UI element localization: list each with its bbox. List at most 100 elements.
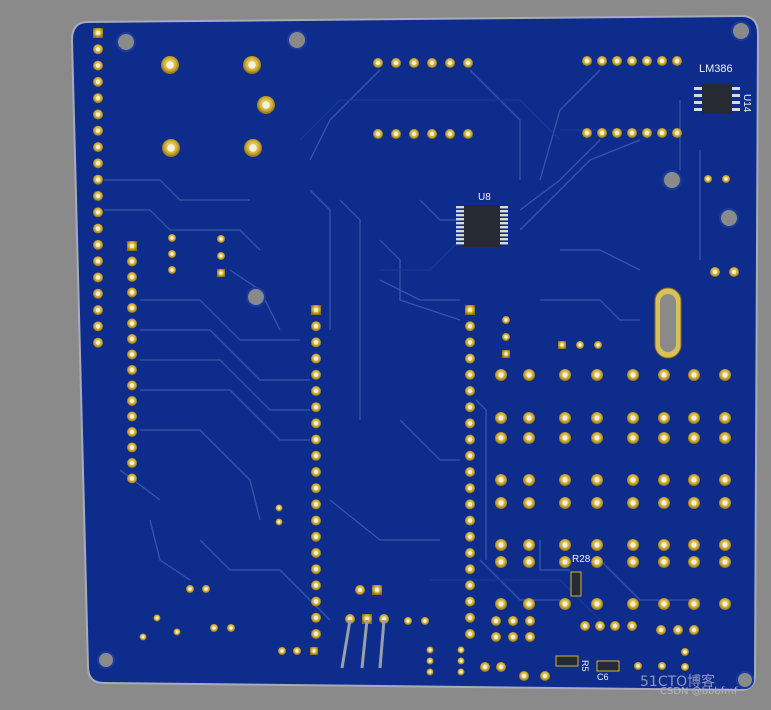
pad-drill: [498, 415, 504, 421]
pad-drill: [277, 520, 281, 524]
pad-drill: [498, 500, 504, 506]
pad-drill: [582, 623, 588, 629]
pad-drill: [562, 435, 568, 441]
mounting-hole: [736, 671, 754, 689]
pad-drill: [375, 588, 379, 592]
pad-drill: [129, 445, 135, 450]
pad-drill: [313, 583, 319, 588]
smd-resistor: [596, 660, 620, 672]
pad-drill: [411, 60, 417, 66]
pad-drill: [313, 502, 319, 507]
pad-drill: [584, 58, 590, 64]
pad-drill: [447, 60, 453, 66]
pad-drill: [493, 618, 499, 624]
mounting-hole: [246, 287, 266, 307]
pad-drill: [459, 648, 463, 652]
pad-drill: [661, 435, 667, 441]
pad-drill: [406, 619, 410, 623]
pad-drill: [129, 274, 135, 280]
chip-pin: [500, 238, 508, 241]
chip-pin: [694, 101, 702, 104]
pad-drill: [661, 477, 667, 483]
pad-drill: [526, 415, 532, 421]
pad-drill: [467, 405, 473, 410]
chip-pin: [456, 242, 464, 245]
pad-drill: [630, 435, 636, 441]
pad-drill: [95, 112, 101, 117]
copper-trace: [599, 559, 700, 601]
pad-drill: [630, 500, 636, 506]
pad-drill: [313, 405, 319, 410]
chip-pin: [456, 238, 464, 241]
copper-trace: [104, 209, 261, 251]
copper-trace: [479, 559, 560, 601]
pad-drill: [262, 101, 270, 109]
chip-pin: [456, 210, 464, 213]
pad-drill: [393, 131, 399, 137]
pad-drill: [96, 31, 100, 35]
pad-drill: [219, 254, 223, 258]
pads: [93, 28, 739, 681]
u14-pins: [694, 87, 740, 111]
copper-trace: [469, 69, 521, 180]
chip-pin: [732, 94, 740, 97]
pad-drill: [612, 623, 618, 629]
pad-drill: [95, 128, 101, 133]
chip-pin: [732, 108, 740, 111]
pad-drill: [129, 336, 135, 342]
chip-pin: [732, 101, 740, 104]
pad-drill: [498, 435, 504, 441]
pad-drill: [599, 130, 605, 136]
chip-pin: [456, 206, 464, 209]
pad-drill: [504, 318, 508, 322]
pad-drill: [722, 559, 728, 565]
chip-pin: [694, 94, 702, 97]
pad-drill: [691, 435, 697, 441]
pad-drill: [467, 534, 473, 539]
pad-drill: [219, 271, 223, 275]
chip-pin: [456, 222, 464, 225]
pad-drill: [212, 626, 216, 630]
header-wires: [340, 619, 386, 669]
pad-drill: [691, 542, 697, 548]
copper-trace: [539, 540, 570, 571]
pad-drill: [594, 372, 600, 378]
pad-drill: [542, 673, 548, 679]
pad-drill: [170, 268, 174, 272]
pad-drill: [313, 550, 319, 556]
pad-drill: [630, 542, 636, 548]
pad-drill: [393, 60, 399, 66]
pad-drill: [95, 259, 101, 264]
pad-drill: [722, 500, 728, 506]
watermark-credit: CSDN @bbbfmf: [660, 686, 738, 697]
pad-drill: [129, 476, 135, 481]
pad-drill: [467, 469, 473, 475]
mounting-holes: [97, 21, 754, 689]
pad-drill: [95, 63, 101, 68]
chip-pin: [500, 230, 508, 233]
copper-trace: [199, 539, 331, 621]
pad-drill: [691, 601, 697, 607]
pad-drill: [722, 542, 728, 548]
pad-drill: [429, 131, 435, 137]
pad-drill: [313, 372, 319, 377]
pad-drill: [365, 617, 369, 621]
pad-drill: [562, 500, 568, 506]
pad-drill: [691, 500, 697, 506]
pad-drill: [498, 601, 504, 607]
pad-drill: [659, 58, 665, 64]
copper-trace: [419, 199, 460, 221]
pad-drill: [630, 477, 636, 483]
pad-drill: [504, 335, 508, 339]
chip-pin: [500, 218, 508, 221]
pad-drill: [629, 130, 635, 136]
pad-drill: [467, 631, 473, 637]
pad-drill: [167, 144, 175, 152]
copper-trace: [140, 359, 310, 411]
pad-drill: [594, 477, 600, 483]
pad-drill: [204, 587, 208, 591]
pad-drill: [129, 367, 135, 373]
pad-drill: [313, 615, 319, 620]
pad-drill: [95, 275, 101, 280]
pad-drill: [295, 649, 299, 653]
